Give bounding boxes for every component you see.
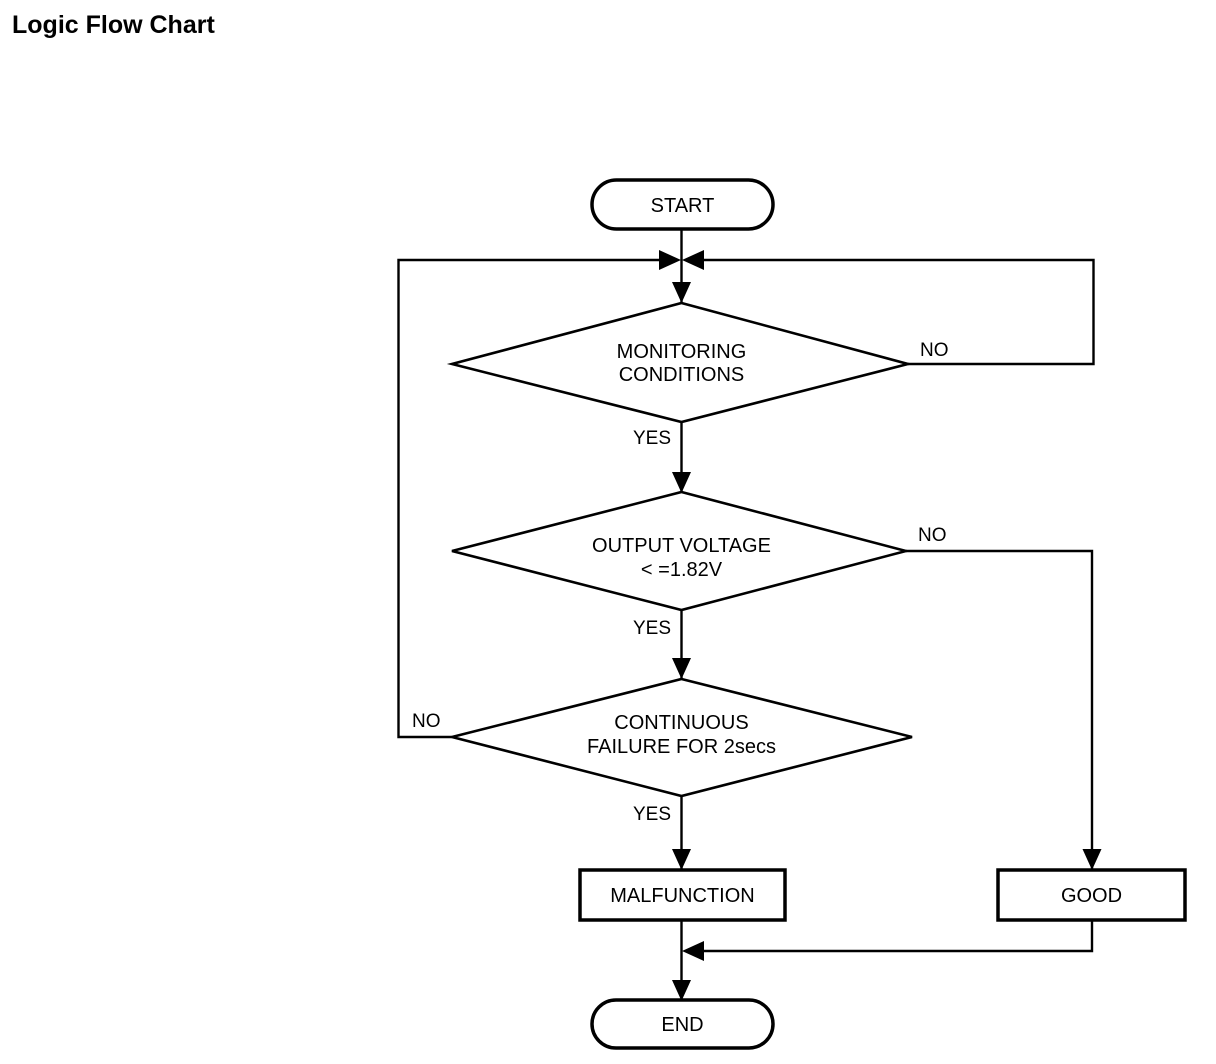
arrow-head-merge-good [682,941,704,961]
malfunction-label: MALFUNCTION [610,885,754,907]
end-shape [590,998,775,1050]
node-monitoring-conditions[interactable]: MONITORING CONDITIONS [446,301,914,424]
output-voltage-shape [451,490,912,612]
arrow-head-into-monitoring [672,282,691,303]
start-shape [590,178,775,231]
start-label: START [651,195,715,217]
arrow-head-junction-left [659,250,681,270]
continuous-failure-label-line1: CONTINUOUS [614,712,748,734]
arrow-head-into-malfunction [672,849,691,870]
malfunction-shape [578,868,787,922]
connector-voltage-no-to-good [906,549,1094,869]
end-label: END [661,1014,703,1036]
edge-label-continuous-no: NO [412,711,441,732]
node-continuous-failure[interactable]: CONTINUOUS FAILURE FOR 2secs [451,677,913,798]
page-title: Logic Flow Chart [12,11,215,39]
arrow-head-into-end [672,980,691,1001]
connector-monitoring-no-loopback [703,258,1095,366]
edge-label-voltage-yes: YES [633,618,671,639]
continuous-failure-label-line2: FAILURE FOR 2secs [587,736,776,758]
node-good[interactable]: GOOD [996,868,1187,922]
arrow-head-junction-right [682,250,704,270]
continuous-failure-shape [451,677,913,798]
arrow-head-into-continuous [672,658,691,679]
edge-label-continuous-yes: YES [633,804,671,825]
arrow-head-into-good [1082,849,1102,870]
edge-label-voltage-no: NO [918,525,947,546]
arrow-head-into-voltage [672,472,691,493]
connector-good-to-end [703,920,1094,953]
edge-label-monitoring-yes: YES [633,428,671,449]
monitoring-conditions-label-line2: CONDITIONS [619,364,745,386]
good-shape [996,868,1187,922]
edge-label-monitoring-no: NO [920,340,949,361]
connector-continuous-no-loopback [397,258,660,739]
node-output-voltage[interactable]: OUTPUT VOLTAGE < =1.82V [451,490,912,612]
good-label: GOOD [1061,885,1122,907]
output-voltage-label-line1: OUTPUT VOLTAGE [592,535,771,557]
node-start[interactable]: START [590,178,775,231]
node-end[interactable]: END [590,998,775,1050]
monitoring-conditions-label-line1: MONITORING [617,341,747,363]
node-malfunction[interactable]: MALFUNCTION [578,868,787,922]
output-voltage-label-line2: < =1.82V [641,559,723,581]
monitoring-conditions-shape [446,301,914,424]
